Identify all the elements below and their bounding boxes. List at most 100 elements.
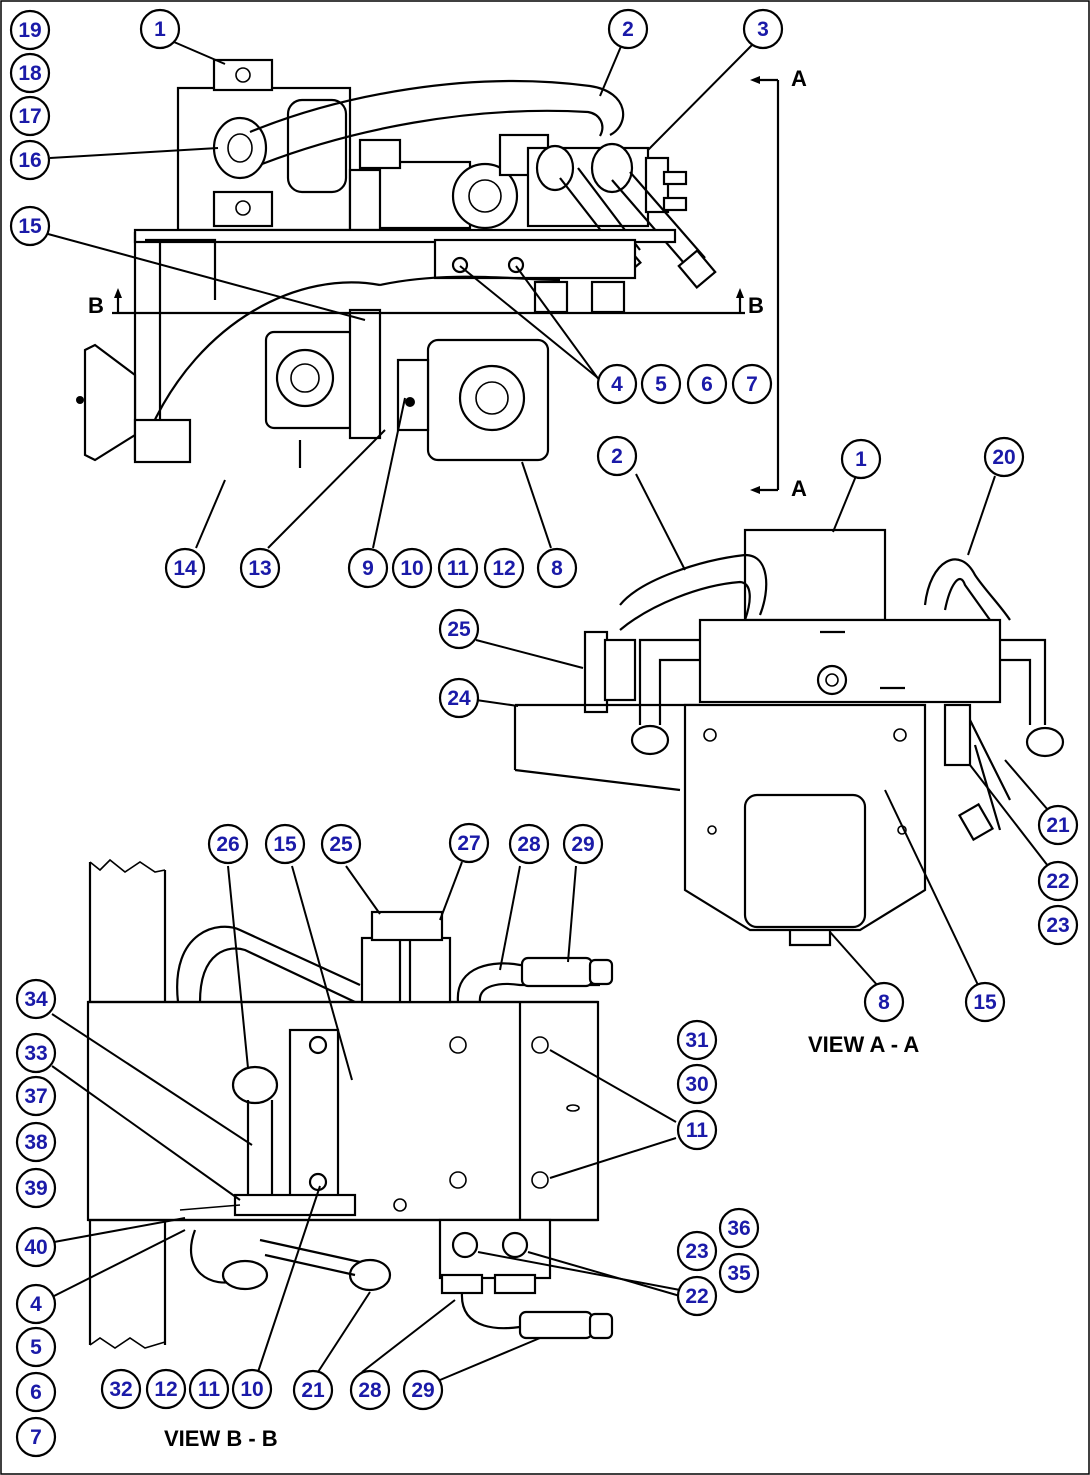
callout-circle bbox=[437, 547, 479, 589]
callout-c15-a: 15 bbox=[964, 981, 1006, 1023]
callout-circle bbox=[1037, 904, 1079, 946]
callout-circle bbox=[718, 1207, 760, 1249]
callout-number: 11 bbox=[198, 1378, 221, 1401]
callout-number: 21 bbox=[301, 1379, 325, 1402]
callout-number: 32 bbox=[109, 1378, 132, 1401]
callout-c15-b: 15 bbox=[264, 823, 306, 865]
callout-number: 17 bbox=[18, 105, 41, 128]
callout-circle bbox=[676, 1275, 718, 1317]
callout-circle bbox=[15, 1121, 57, 1163]
callout-circle bbox=[100, 1368, 142, 1410]
callout-c13: 13 bbox=[239, 547, 281, 589]
callout-number: 7 bbox=[30, 1426, 42, 1449]
callout-c23-a: 23 bbox=[1037, 904, 1079, 946]
callout-number: 6 bbox=[701, 373, 713, 396]
callout-circle bbox=[347, 547, 389, 589]
callout-number: 28 bbox=[517, 833, 541, 856]
callout-number: 6 bbox=[30, 1381, 42, 1404]
callout-circle bbox=[983, 436, 1025, 478]
callout-number: 15 bbox=[18, 215, 42, 238]
section-b-right-mark: B bbox=[748, 293, 764, 318]
callout-c26: 26 bbox=[207, 823, 249, 865]
callout-number: 34 bbox=[24, 988, 48, 1011]
callout-number: 37 bbox=[24, 1085, 47, 1108]
callout-number: 25 bbox=[447, 618, 471, 641]
callout-circle bbox=[139, 8, 181, 50]
callout-c10-b: 10 bbox=[231, 1368, 273, 1410]
callout-number: 3 bbox=[757, 18, 769, 41]
callout-number: 11 bbox=[447, 557, 470, 580]
callout-c20: 20 bbox=[983, 436, 1025, 478]
callout-c5-b: 5 bbox=[15, 1326, 57, 1368]
callout-c22-a: 22 bbox=[1037, 860, 1079, 902]
top-view-drawing bbox=[76, 58, 780, 494]
callout-circle bbox=[164, 547, 206, 589]
callout-circle bbox=[9, 95, 51, 137]
leader-lines bbox=[47, 41, 1049, 1381]
callout-c1-top: 1 bbox=[139, 8, 181, 50]
callout-c9-top: 9 bbox=[347, 547, 389, 589]
callout-c25-a: 25 bbox=[438, 608, 480, 650]
section-b-left-mark: B bbox=[88, 293, 104, 318]
callout-c29-b-top: 29 bbox=[562, 823, 604, 865]
callout-number: 19 bbox=[18, 19, 41, 42]
callout-c3-top: 3 bbox=[742, 8, 784, 50]
callout-number: 1 bbox=[855, 448, 867, 471]
callout-number: 15 bbox=[273, 833, 297, 856]
callout-circle bbox=[640, 363, 682, 405]
callout-number: 26 bbox=[216, 833, 239, 856]
callout-c16: 16 bbox=[9, 139, 51, 181]
callout-circle bbox=[718, 1252, 760, 1294]
section-a-bottom-mark: A bbox=[791, 476, 807, 501]
callout-number: 27 bbox=[457, 832, 480, 855]
callout-circle bbox=[607, 8, 649, 50]
callout-c32: 32 bbox=[100, 1368, 142, 1410]
callout-circle bbox=[562, 823, 604, 865]
callout-number: 29 bbox=[411, 1379, 434, 1402]
callout-circle bbox=[676, 1019, 718, 1061]
callout-number: 2 bbox=[611, 445, 623, 468]
callout-number: 35 bbox=[727, 1262, 751, 1285]
callout-c8-a: 8 bbox=[863, 981, 905, 1023]
callout-number: 9 bbox=[362, 557, 374, 580]
callout-circle bbox=[448, 822, 490, 864]
callout-circle bbox=[1037, 860, 1079, 902]
callout-circle bbox=[596, 363, 638, 405]
section-a-top-mark: A bbox=[791, 66, 807, 91]
callout-c33: 33 bbox=[15, 1032, 57, 1074]
callout-number: 18 bbox=[18, 62, 42, 85]
callout-c6-b: 6 bbox=[15, 1371, 57, 1413]
callout-c18: 18 bbox=[9, 52, 51, 94]
view-b-drawing bbox=[86, 858, 614, 1349]
callout-c12-b: 12 bbox=[145, 1368, 187, 1410]
callout-circle bbox=[292, 1369, 334, 1411]
callout-c22-b: 22 bbox=[676, 1275, 718, 1317]
callout-number: 16 bbox=[18, 149, 41, 172]
callout-circle bbox=[207, 823, 249, 865]
callout-c19: 19 bbox=[9, 9, 51, 51]
callout-c5-top: 5 bbox=[640, 363, 682, 405]
callout-number: 15 bbox=[973, 991, 997, 1014]
callout-number: 29 bbox=[571, 833, 594, 856]
callout-number: 5 bbox=[30, 1336, 42, 1359]
callout-circle bbox=[964, 981, 1006, 1023]
callout-number: 8 bbox=[551, 557, 563, 580]
callout-circle bbox=[1037, 804, 1079, 846]
callout-circle bbox=[483, 547, 525, 589]
callout-circle bbox=[188, 1368, 230, 1410]
callout-c21-a: 21 bbox=[1037, 804, 1079, 846]
callout-circle bbox=[264, 823, 306, 865]
callout-c40: 40 bbox=[15, 1226, 57, 1268]
callout-number: 1 bbox=[154, 18, 166, 41]
callout-circle bbox=[15, 1075, 57, 1117]
callout-circle bbox=[15, 1416, 57, 1458]
callout-circle bbox=[686, 363, 728, 405]
callout-c31: 31 bbox=[676, 1019, 718, 1061]
callout-circle bbox=[676, 1230, 718, 1272]
callout-circle bbox=[9, 52, 51, 94]
callout-circle bbox=[320, 823, 362, 865]
view-a-drawing bbox=[513, 528, 1065, 947]
callout-circle bbox=[391, 547, 433, 589]
callout-c38: 38 bbox=[15, 1121, 57, 1163]
